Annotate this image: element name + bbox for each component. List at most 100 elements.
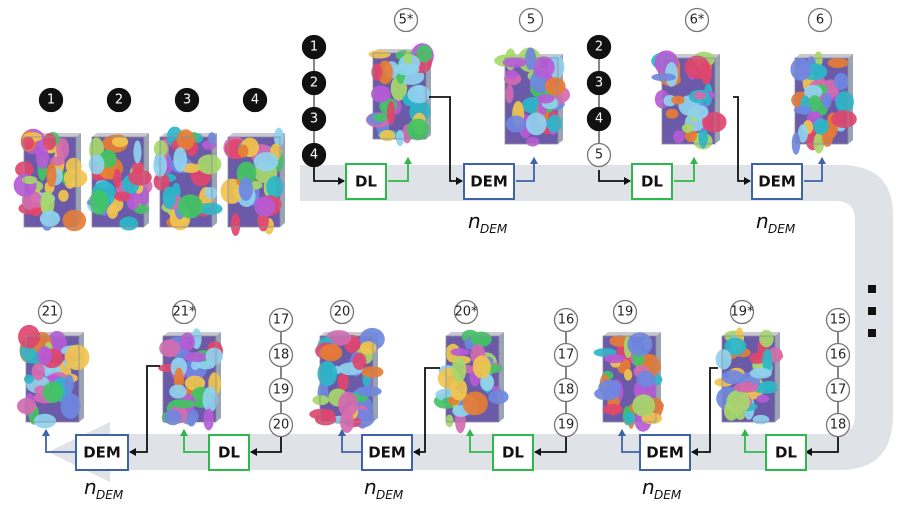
id-label: 5* xyxy=(399,13,414,28)
grain xyxy=(18,324,41,349)
id-label: 16 xyxy=(558,313,575,328)
grain xyxy=(314,413,337,426)
microstructure-1 xyxy=(13,128,88,232)
dl-box-2: DL xyxy=(631,163,673,200)
grain xyxy=(504,69,519,79)
block-outline xyxy=(721,335,776,423)
arrow-dem1-out xyxy=(516,157,538,182)
box-label: DL xyxy=(355,173,377,191)
grain xyxy=(808,95,822,112)
grain xyxy=(756,394,770,403)
grain xyxy=(793,105,813,115)
arrow-demr-out xyxy=(618,429,640,453)
grain xyxy=(320,344,343,362)
block-outline xyxy=(445,335,500,423)
grain xyxy=(698,125,708,149)
id-circle xyxy=(553,307,579,333)
box-label: DL xyxy=(775,444,797,462)
grain xyxy=(42,381,64,403)
grain xyxy=(355,386,382,397)
id-20star: 20* xyxy=(453,299,479,325)
box-label: DL xyxy=(641,173,663,191)
n-subscript: DEM xyxy=(768,222,796,236)
grain xyxy=(377,60,394,85)
dl2-inputs-id: 2 xyxy=(586,34,612,60)
grain xyxy=(724,337,747,356)
id-label: 20 xyxy=(334,305,351,320)
n-subscript: DEM xyxy=(96,488,124,502)
grain xyxy=(173,399,196,409)
grain xyxy=(681,123,694,133)
grain xyxy=(62,209,87,232)
id-label: 15 xyxy=(830,313,847,328)
grain xyxy=(702,111,727,133)
initial-id-1: 1 xyxy=(38,87,64,113)
grain xyxy=(623,369,633,381)
id-label: 16 xyxy=(830,348,847,363)
grain xyxy=(64,374,75,394)
grain xyxy=(338,391,358,417)
id-circle xyxy=(825,412,851,438)
grain xyxy=(133,140,142,164)
grain xyxy=(253,152,279,172)
n-symbol: n xyxy=(364,475,377,499)
grain xyxy=(114,191,131,202)
box-label: DEM xyxy=(470,173,508,191)
arrow-to-dlr xyxy=(805,437,839,456)
grain xyxy=(184,352,208,362)
box-frame xyxy=(639,434,691,471)
id-label: 5 xyxy=(527,13,535,28)
grain xyxy=(627,332,653,357)
grain xyxy=(153,172,170,191)
grain xyxy=(393,63,420,76)
dl1-inputs-id: 3 xyxy=(301,106,327,132)
grain xyxy=(505,115,526,133)
id-circle xyxy=(106,87,132,113)
arrow-to-demr xyxy=(691,367,718,456)
grain xyxy=(35,146,50,169)
dl1-inputs-id: 1 xyxy=(301,34,327,60)
id-circle xyxy=(518,7,544,33)
grain xyxy=(813,132,825,154)
grain xyxy=(89,189,109,215)
grain xyxy=(359,341,377,355)
grain xyxy=(536,94,555,104)
id-21star: 21* xyxy=(171,299,197,325)
grain xyxy=(177,194,204,219)
grain xyxy=(88,154,105,175)
grain xyxy=(450,348,470,357)
id-6star: 6* xyxy=(684,7,710,33)
block-outline xyxy=(25,335,80,423)
id-label: 17 xyxy=(273,313,290,328)
grain xyxy=(50,156,65,166)
grain xyxy=(164,409,182,426)
arrow-to-dlm xyxy=(534,437,567,456)
grain xyxy=(451,357,467,383)
arrow-dem2-out xyxy=(804,157,826,182)
arrow-dll-out xyxy=(180,429,209,453)
grain xyxy=(60,393,81,419)
id-label: 18 xyxy=(273,348,290,363)
id-label: 18 xyxy=(830,418,847,433)
id-label: 1 xyxy=(310,40,318,55)
dll-inputs-id: 18 xyxy=(268,342,294,368)
microstructure-6star xyxy=(651,50,727,150)
grain xyxy=(337,373,349,391)
grain xyxy=(63,168,88,188)
box-frame xyxy=(75,434,129,471)
grain xyxy=(407,84,431,104)
grain xyxy=(205,347,223,366)
n-symbol: n xyxy=(756,209,769,233)
id-circle xyxy=(301,106,327,132)
id-label: 6* xyxy=(690,13,705,28)
grain xyxy=(821,92,832,109)
grain xyxy=(488,389,509,405)
grain xyxy=(546,114,563,133)
grain xyxy=(671,95,685,105)
id-label: 19 xyxy=(617,305,634,320)
grain xyxy=(128,169,152,186)
microstructure-5star xyxy=(365,43,434,147)
arrow-dlm-out xyxy=(466,429,493,453)
